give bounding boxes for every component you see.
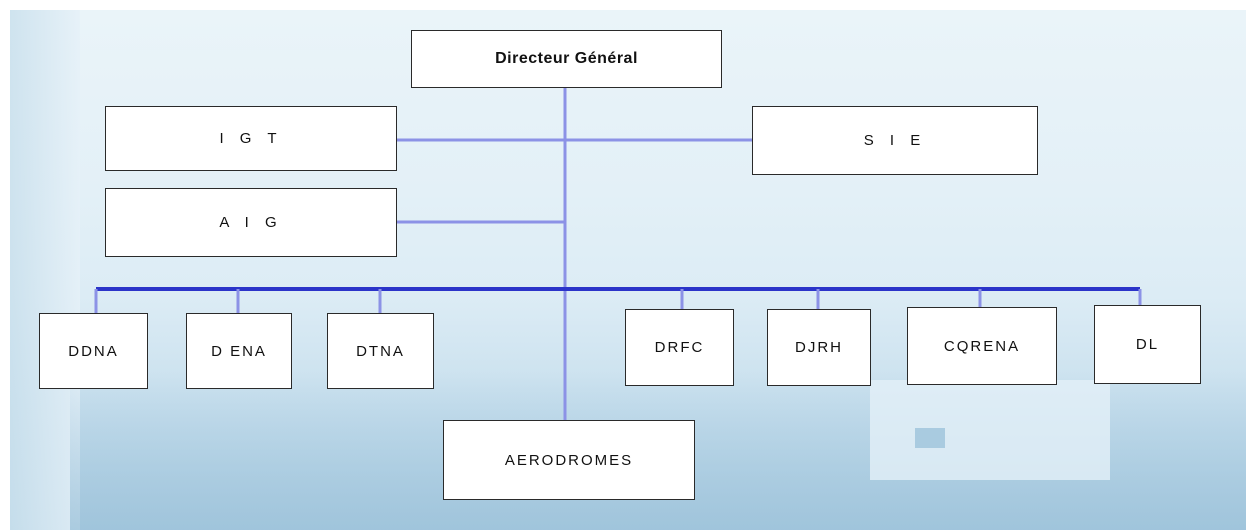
department-box-dena: D ENA [186,313,292,389]
aerodromes-label: AERODROMES [504,451,634,469]
igt-label: I G T [219,130,283,147]
department-label-dtna: DTNA [356,342,405,360]
department-label-ddna: DDNA [68,342,119,360]
department-label-dl: DL [1135,336,1160,353]
aerodromes-box: AERODROMES [443,420,695,500]
sie-label: S I E [863,132,927,149]
aig-box: A I G [105,188,397,257]
department-box-djrh: DJRH [767,309,871,386]
department-box-ddna: DDNA [39,313,148,389]
department-label-djrh: DJRH [795,339,843,356]
department-box-dtna: DTNA [327,313,434,389]
department-label-drfc: DRFC [654,339,705,356]
director-general-label: Directeur Général [495,50,638,67]
igt-box: I G T [105,106,397,171]
department-label-dena: D ENA [211,342,267,360]
director-general-box: Directeur Général [411,30,722,88]
department-box-cqrena: CQRENA [907,307,1057,385]
department-label-cqrena: CQRENA [943,337,1021,355]
sie-box: S I E [752,106,1038,175]
background-window [915,428,945,448]
department-box-dl: DL [1094,305,1201,384]
aig-label: A I G [219,214,283,231]
background-building-left [10,10,80,530]
department-box-drfc: DRFC [625,309,734,386]
background-building-right [870,380,1110,480]
